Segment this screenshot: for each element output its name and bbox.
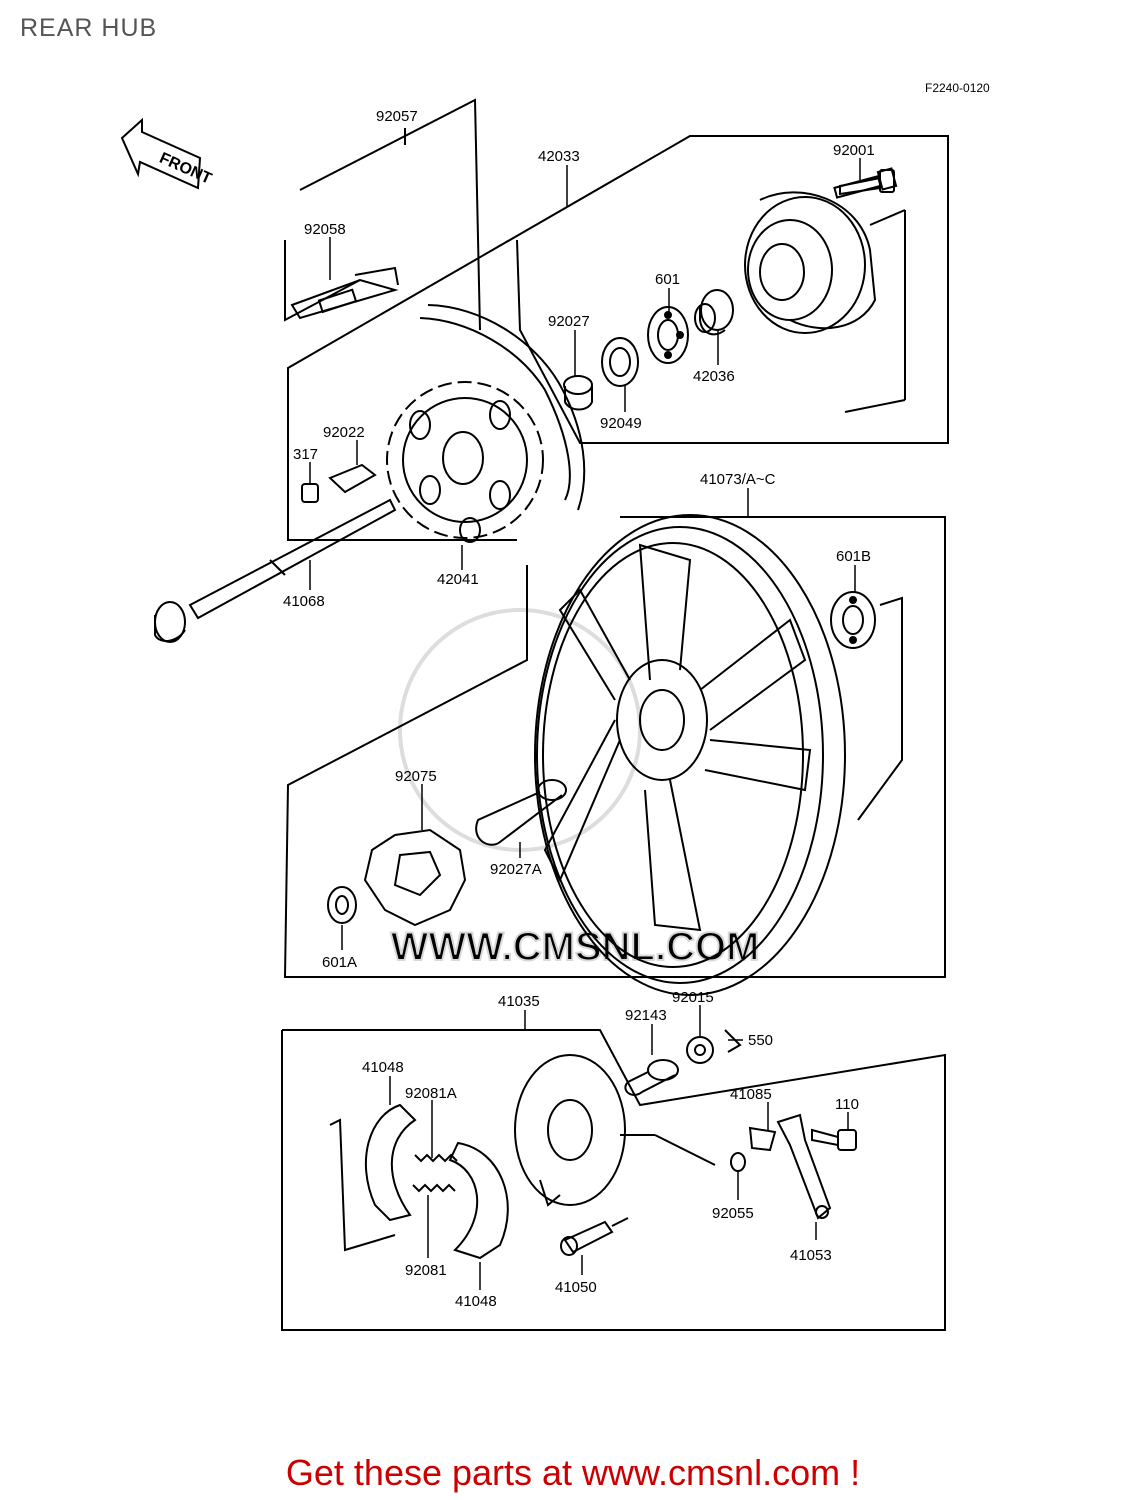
plate-41085	[748, 1126, 777, 1152]
nut-92015	[686, 1036, 714, 1064]
part-label-42036: 42036	[693, 368, 735, 385]
group-outline-coupling	[287, 135, 949, 541]
part-label-110: 110	[835, 1096, 859, 1113]
bolt-110	[811, 1128, 857, 1151]
page-title: REAR HUB	[20, 14, 158, 42]
axle-41068	[154, 498, 397, 643]
part-label-92022: 92022	[323, 424, 365, 441]
part-label-41050: 41050	[555, 1279, 597, 1296]
lever-41053	[776, 1113, 832, 1220]
part-label-41068: 41068	[283, 593, 325, 610]
collar-42036	[694, 289, 734, 336]
washer-92055	[730, 1152, 746, 1172]
collar-92027A	[475, 779, 567, 846]
part-label-92057: 92057	[376, 108, 418, 125]
part-label-92027: 92027	[548, 313, 590, 330]
part-label-41073: 41073/A~C	[700, 471, 776, 488]
diagram-ref: F2240-0120	[925, 81, 990, 95]
nut-317	[301, 483, 319, 503]
group-outline-wheel	[283, 516, 946, 978]
part-label-92143: 92143	[625, 1007, 667, 1024]
part-label-317: 317	[293, 446, 318, 463]
watermark-text: WWW.CMSNL.COM	[391, 925, 760, 969]
bearing-601A	[327, 886, 357, 924]
part-label-92027A: 92027A	[490, 861, 542, 878]
part-label-41035: 41035	[498, 993, 540, 1010]
part-label-92015: 92015	[672, 989, 714, 1006]
part-label-92081: 92081	[405, 1262, 447, 1279]
part-label-601B: 601B	[836, 548, 871, 565]
hub-coupling	[744, 167, 906, 413]
chain-bracket	[299, 98, 481, 331]
brake-shoe-upper	[364, 1103, 417, 1222]
part-label-41053: 41053	[790, 1247, 832, 1264]
camshaft-41050	[560, 1220, 614, 1256]
part-label-42041: 42041	[437, 571, 479, 588]
part-label-41048-upper: 41048	[362, 1059, 404, 1076]
front-arrow-icon: FRONT	[120, 117, 214, 190]
plate-92022	[328, 463, 377, 494]
part-label-92058: 92058	[304, 221, 346, 238]
part-label-42033: 42033	[538, 148, 580, 165]
wheel-41073	[534, 514, 846, 996]
part-label-92055: 92055	[712, 1205, 754, 1222]
part-label-92081A: 92081A	[405, 1085, 457, 1102]
collar-92143	[624, 1059, 679, 1096]
brake-panel-41035	[514, 1054, 626, 1207]
part-label-601A: 601A	[322, 954, 357, 971]
leader-lines	[309, 158, 861, 1290]
spring-92081A	[414, 1153, 458, 1163]
part-label-92049: 92049	[600, 415, 642, 432]
part-label-92001: 92001	[833, 142, 875, 159]
part-label-92075: 92075	[395, 768, 437, 785]
part-label-41085: 41085	[730, 1086, 772, 1103]
bearing-601	[647, 306, 689, 364]
part-label-601: 601	[655, 271, 680, 288]
spring-92081	[412, 1183, 456, 1193]
cotter-pin-550	[724, 1029, 742, 1053]
bearing-601B	[830, 591, 876, 649]
shop-link[interactable]: Get these parts at www.cmsnl.com !	[285, 1452, 861, 1493]
seal-92049	[601, 337, 639, 387]
collar-92027	[563, 375, 593, 411]
sprocket-42041	[386, 381, 544, 543]
drive-chain	[290, 266, 586, 511]
brake-shoe-lower	[448, 1141, 509, 1260]
part-label-550: 550	[748, 1032, 773, 1049]
damper-92075	[363, 828, 467, 927]
group-outline-brake	[281, 1029, 946, 1331]
bolt-92001	[839, 169, 895, 196]
part-label-41048-lower: 41048	[455, 1293, 497, 1310]
